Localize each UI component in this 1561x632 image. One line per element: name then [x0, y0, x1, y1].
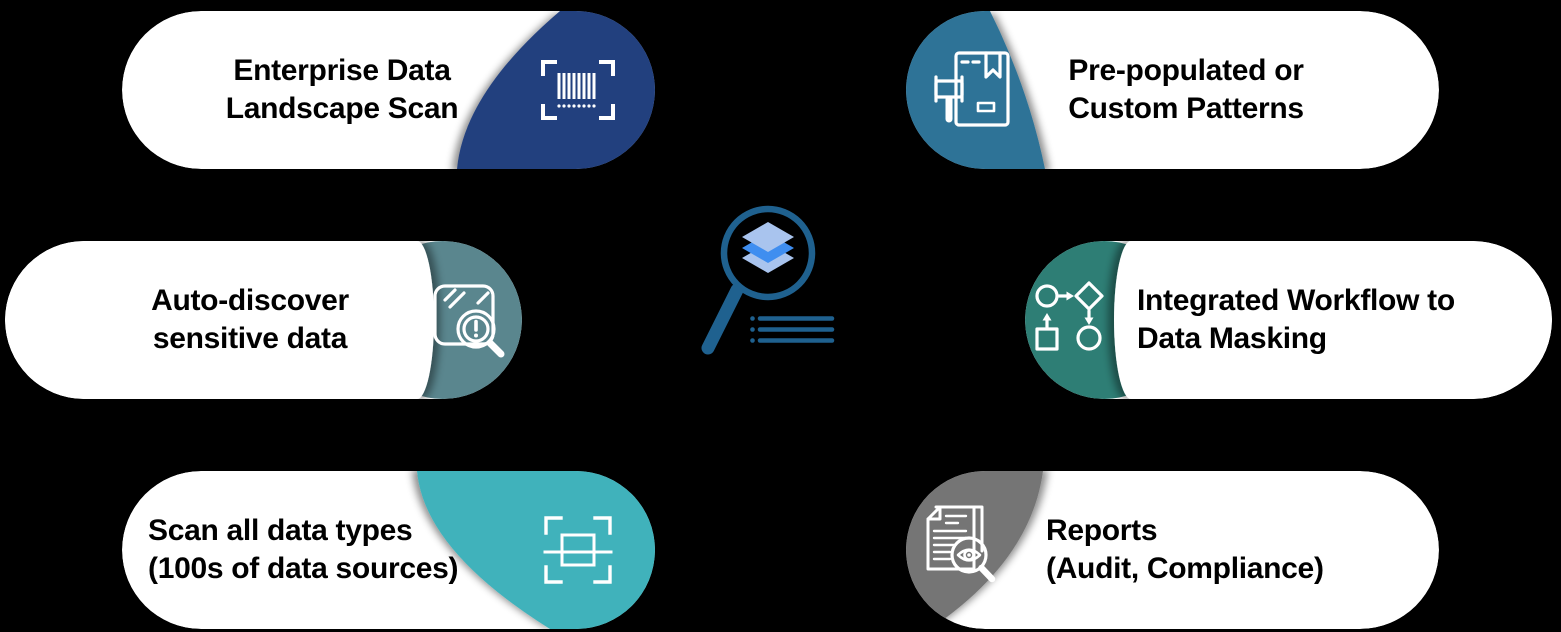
pill-white-cap — [5, 241, 434, 399]
pill-label-line1: Integrated Workflow to — [1137, 284, 1455, 317]
search-document-alert-icon — [433, 284, 505, 358]
feature-pill-auto-discover: Auto-discover sensitive data — [5, 241, 522, 399]
pill-label: Integrated Workflow to Data Masking — [1137, 282, 1455, 358]
report-magnifier-icon — [926, 505, 996, 583]
magnifier-data-layers-icon — [701, 205, 835, 355]
magnifier-lens — [720, 205, 816, 301]
pill-label-line2: (Audit, Compliance) — [1046, 552, 1324, 585]
rules-gavel-book-icon — [934, 51, 1010, 127]
feature-pill-prepopulated-patterns: Pre-populated or Custom Patterns — [906, 11, 1439, 169]
feature-pill-integrated-workflow: Integrated Workflow to Data Masking — [1025, 241, 1552, 399]
pill-label: Enterprise Data Landscape Scan — [152, 52, 532, 128]
pill-label-line1: Scan all data types — [148, 514, 413, 547]
result-lines — [757, 316, 835, 343]
feature-pill-scan-all-data-types: Scan all data types (100s of data source… — [122, 471, 655, 629]
pill-white-cap — [1114, 241, 1552, 399]
pill-label-line1: Reports — [1046, 514, 1158, 547]
pill-shape — [5, 241, 522, 399]
pill-label: Reports (Audit, Compliance) — [1046, 512, 1324, 588]
pill-shape — [122, 471, 655, 629]
pill-label: Auto-discover sensitive data — [60, 282, 440, 358]
pill-shape — [906, 11, 1439, 169]
scan-frame-icon — [543, 516, 613, 584]
magnifier-handle — [701, 283, 744, 355]
pill-accent-leaf — [906, 11, 1045, 169]
pill-label-line2: (100s of data sources) — [148, 552, 459, 585]
pill-label-line2: sensitive data — [152, 322, 348, 355]
result-line-bullets — [750, 316, 755, 343]
pill-label-line2: Custom Patterns — [1068, 92, 1304, 125]
pill-label-line1: Pre-populated or — [1068, 54, 1304, 87]
pill-label-line2: Data Masking — [1137, 322, 1327, 355]
barcode-scan-icon — [541, 60, 615, 120]
feature-pill-enterprise-landscape-scan: Enterprise Data Landscape Scan — [122, 11, 655, 169]
pill-label-line1: Enterprise Data — [233, 54, 451, 87]
pill-label-line1: Auto-discover — [151, 284, 349, 317]
pill-accent-leaf — [457, 11, 655, 169]
pill-label: Scan all data types (100s of data source… — [148, 512, 458, 588]
pill-label-line2: Landscape Scan — [225, 92, 459, 125]
pill-shape — [1025, 241, 1552, 399]
pill-accent-leaf — [417, 471, 655, 629]
feature-pill-reports: Reports (Audit, Compliance) — [906, 471, 1439, 629]
data-layers — [742, 222, 794, 273]
pill-shape — [122, 11, 655, 169]
pill-body — [906, 11, 1439, 169]
pill-body — [906, 471, 1439, 629]
workflow-icon — [1035, 281, 1104, 351]
pill-label: Pre-populated or Custom Patterns — [1016, 52, 1356, 128]
